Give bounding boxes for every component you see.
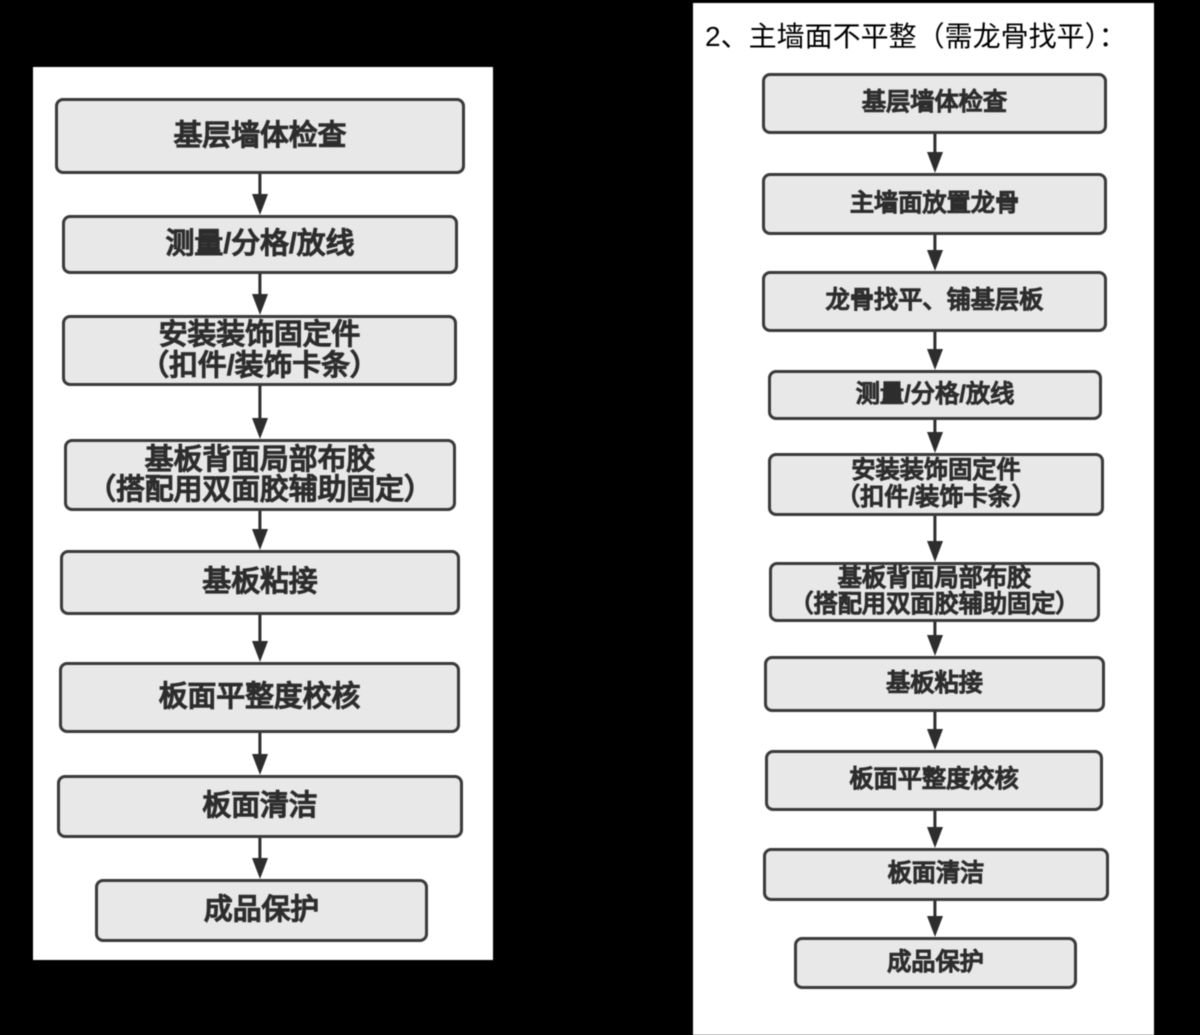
arrow-down-icon [926,712,944,750]
arrow-stem [933,901,937,918]
arrow-head [251,294,268,315]
arrow-head [926,152,943,173]
flow-step-label: 测量/分格/放线 [855,380,1015,408]
arrow-down-icon [926,901,944,937]
flow-step-label: 板面清洁 [887,860,985,888]
arrow-down-icon [926,235,944,271]
arrow-head [926,349,943,370]
arrow-down-icon [251,733,269,775]
arrow-down-icon [926,420,944,453]
arrow-stem [258,274,262,296]
flow-step-box: 基层墙体检查 [762,73,1107,134]
flowchart-title: 2、主墙面不平整（需龙骨找平）： [705,21,1127,52]
arrow-down-icon [251,274,269,315]
arrow-stem [258,511,262,531]
flow-step-box: 板面清洁 [57,775,463,838]
flow-step-box: 基板粘接 [764,656,1105,712]
arrow-down-icon [926,516,944,562]
flow-step-box: 成品保护 [95,879,428,942]
flow-step-label: （搭配用双面胶辅助固定） [789,591,1080,618]
arrow-head [251,194,268,215]
arrow-head [926,916,943,937]
flow-step-box: 基板背面局部布胶（搭配用双面胶辅助固定） [769,562,1100,622]
flow-step-label: 安装装饰固定件 [851,457,1021,484]
flow-step-label: 主墙面放置龙骨 [849,189,1020,217]
flow-step-box: 主墙面放置龙骨 [762,173,1107,235]
arrow-down-icon [926,811,944,848]
flow-step-label: 安装装饰固定件 [158,319,361,351]
arrow-stem [258,174,262,196]
arrow-stem [933,622,937,637]
flow-step-label: 板面平整度校核 [849,766,1019,794]
arrow-head [926,250,943,271]
arrow-down-icon [926,622,944,656]
arrow-head [926,827,943,848]
flow-step-label: 成品保护 [887,948,984,976]
arrow-stem [258,733,262,756]
arrow-down-icon [251,386,269,439]
arrow-stem [258,838,262,860]
arrow-down-icon [251,174,269,215]
flow-step-box: 安装装饰固定件（扣件/装饰卡条） [768,453,1104,516]
arrow-head [251,641,268,662]
flow-step-label: 基板粘接 [886,669,983,697]
arrow-stem [933,134,937,154]
flow-step-label: 基板粘接 [202,566,318,599]
arrow-head [926,635,943,656]
flow-step-label: （搭配用双面胶辅助固定） [87,474,433,506]
flow-step-box: 龙骨找平、铺基层板 [762,271,1107,332]
flow-step-label: 板面平整度校核 [158,681,361,714]
flow-step-box: 板面平整度校核 [59,662,460,733]
arrow-stem [258,386,262,420]
arrow-stem [933,811,937,829]
flow-step-label: 基板背面局部布胶 [837,564,1032,592]
flow-step-box: 基板背面局部布胶（搭配用双面胶辅助固定） [64,439,456,511]
arrow-stem [933,332,937,351]
arrow-head [926,432,943,453]
flow-step-label: 成品保护 [203,894,320,927]
left-flowchart-panel: 基层墙体检查测量/分格/放线安装装饰固定件（扣件/装饰卡条）基板背面局部布胶（搭… [33,67,493,960]
arrow-head [926,541,943,562]
flow-step-label: 基层墙体检查 [861,89,1008,117]
flow-step-box: 基板粘接 [60,550,460,615]
flow-step-box: 基层墙体检查 [55,98,465,174]
flow-step-label: 基板背面局部布胶 [144,443,376,476]
arrow-down-icon [251,615,269,662]
arrow-head [251,754,268,775]
arrow-stem [933,516,937,543]
flow-step-label: 测量/分格/放线 [165,228,355,261]
arrow-down-icon [251,511,269,550]
flow-step-label: 龙骨找平、铺基层板 [825,287,1044,315]
arrow-down-icon [926,332,944,370]
arrow-stem [258,615,262,643]
arrow-stem [933,420,937,434]
flow-step-label: （扣件/装饰卡条） [140,349,379,382]
flow-step-box: 测量/分格/放线 [62,215,458,274]
flow-step-label: 板面清洁 [202,790,318,823]
flow-step-box: 成品保护 [794,937,1077,989]
arrow-stem [933,235,937,252]
arrow-head [251,858,268,879]
flow-step-box: 安装装饰固定件（扣件/装饰卡条） [62,315,457,386]
arrow-stem [933,712,937,731]
flow-step-box: 板面清洁 [763,848,1109,901]
flow-step-label: （扣件/装饰卡条） [835,483,1037,511]
arrow-down-icon [251,838,269,879]
arrow-head [251,418,268,439]
arrow-down-icon [926,134,944,173]
arrow-head [926,729,943,750]
flow-step-box: 测量/分格/放线 [768,370,1102,420]
flow-step-box: 板面平整度校核 [765,750,1103,811]
right-flowchart-panel: 2、主墙面不平整（需龙骨找平）： 基层墙体检查主墙面放置龙骨龙骨找平、铺基层板测… [693,3,1154,1035]
flow-step-label: 基层墙体检查 [173,119,347,152]
arrow-head [251,529,268,550]
